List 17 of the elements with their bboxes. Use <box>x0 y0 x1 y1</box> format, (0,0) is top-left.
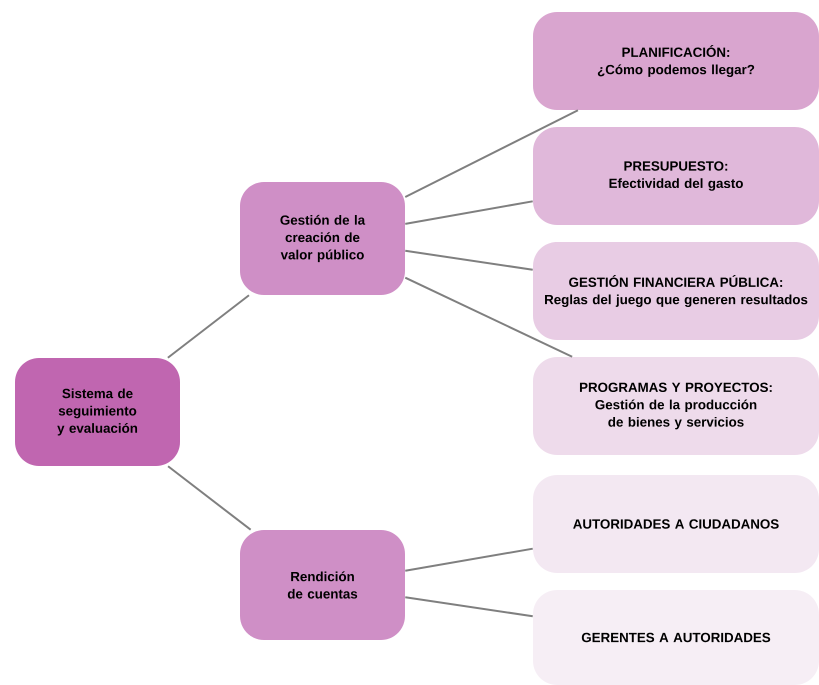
process-box: Sistema de seguimiento y evaluación <box>15 358 180 466</box>
connector-line <box>405 596 533 618</box>
connector-line <box>167 294 250 359</box>
process-box: AUTORIDADES A CIUDADANOS <box>533 475 819 573</box>
process-box: Gestión de la creación de valor público <box>240 182 405 295</box>
connector-line <box>167 465 252 531</box>
process-box: PLANIFICACIÓN: ¿Cómo podemos llegar? <box>533 12 819 110</box>
process-box: GERENTES A AUTORIDADES <box>533 590 819 685</box>
process-box: Rendición de cuentas <box>240 530 405 640</box>
connector-line <box>404 276 573 358</box>
connector-line <box>404 109 578 198</box>
connector-line <box>405 548 533 572</box>
connector-line <box>405 200 533 225</box>
connector-line <box>405 250 533 271</box>
process-box: PRESUPUESTO: Efectividad del gasto <box>533 127 819 225</box>
process-box: PROGRAMAS Y PROYECTOS: Gestión de la producción de bienes y servicios <box>533 357 819 455</box>
process-box: GESTIÓN FINANCIERA PÚBLICA: Reglas del juego que generen resultados <box>533 242 819 340</box>
